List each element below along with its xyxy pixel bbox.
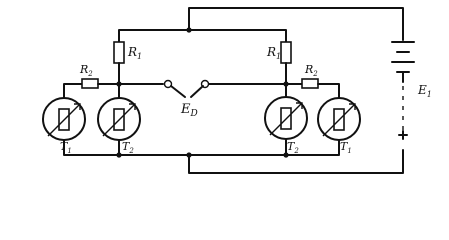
label-r2-left: R2: [79, 63, 93, 78]
label-ed: ED: [180, 102, 198, 119]
sensor-t1-right: [317, 97, 361, 141]
label-t1-left: T1: [60, 140, 72, 155]
sensor-t2-left: [97, 97, 141, 141]
junction-dot: [283, 81, 289, 87]
wire-bottom-return: [188, 149, 404, 174]
label-r2-right: R2: [304, 63, 318, 78]
label-battery-e1: E1: [417, 83, 432, 99]
switch-blade-right: [190, 85, 204, 98]
sensor-t2-right: [264, 96, 308, 140]
wire-top-left: [118, 29, 287, 43]
junction-dot: [186, 27, 192, 33]
label-t1-right: T1: [340, 140, 352, 155]
resistor-r2-right: [301, 78, 319, 89]
battery-e1: [391, 41, 415, 140]
label-t2-right: T2: [287, 140, 299, 155]
label-r1-left: R1: [127, 45, 142, 61]
resistor-r1-left: [113, 41, 125, 64]
wire-mid-right-2: [317, 83, 340, 99]
circuit-svg: R1 R1 R2 R2 ED E1 T1 T2 T2 T1: [42, 7, 432, 174]
resistor-r2-left: [81, 78, 99, 89]
label-r1-right: R1: [266, 45, 281, 61]
wire-mid-left: [63, 83, 83, 99]
wire-top-loop: [188, 7, 404, 41]
resistor-r1-right: [280, 41, 292, 64]
switch-contact-left: [163, 79, 173, 89]
wire-bottom-left: [63, 139, 340, 156]
circuit-diagram: R1 R1 R2 R2 ED E1 T1 T2 T2 T1: [42, 7, 432, 174]
switch-blade-left: [170, 85, 186, 98]
junction-dot: [116, 81, 122, 87]
wire-bottom-stems: [118, 138, 287, 156]
sensor-t1-left: [42, 97, 86, 141]
label-t2-left: T2: [122, 140, 134, 155]
